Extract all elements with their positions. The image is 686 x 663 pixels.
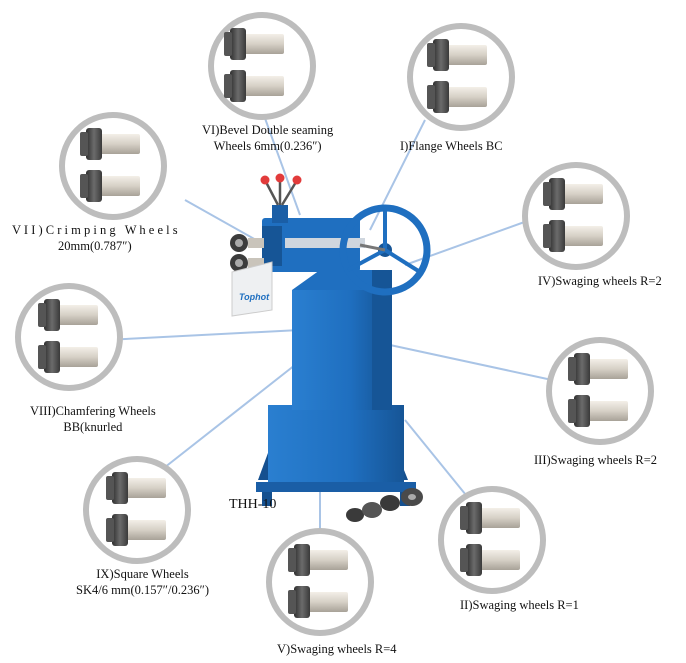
tool-ring-viii	[15, 283, 123, 391]
label-chamfering-wheels: VIII)Chamfering Wheels BB(knurled	[30, 403, 156, 435]
label-line: V I I ) C r i m p i n g W h e e l s	[12, 223, 178, 237]
label-swaging-wheels-ii: II)Swaging wheels R=1	[460, 597, 579, 613]
label-swaging-wheels-v: V)Swaging wheels R=4	[277, 641, 397, 657]
label-bevel-double-seaming: VI)Bevel Double seaming Wheels 6mm(0.236…	[202, 122, 333, 154]
label-line: III)Swaging wheels R=2	[534, 453, 657, 467]
label-line: IV)Swaging wheels R=2	[538, 274, 662, 288]
label-crimping-wheels: V I I ) C r i m p i n g W h e e l s 20mm…	[12, 222, 178, 254]
label-flange-wheels: I)Flange Wheels BC	[400, 138, 503, 154]
label-line: IX)Square Wheels	[96, 567, 189, 581]
label-swaging-wheels-iii: III)Swaging wheels R=2	[534, 452, 657, 468]
tool-ring-iii	[546, 337, 654, 445]
tool-ring-i	[407, 23, 515, 131]
label-line: Wheels 6mm(0.236″)	[213, 139, 322, 153]
tool-ring-ii	[438, 486, 546, 594]
label-swaging-wheels-iv: IV)Swaging wheels R=2	[538, 273, 662, 289]
label-square-wheels: IX)Square Wheels SK4/6 mm(0.157″/0.236″)	[76, 566, 209, 598]
label-line: SK4/6 mm(0.157″/0.236″)	[76, 583, 209, 597]
label-line: I)Flange Wheels BC	[400, 139, 503, 153]
brand-logo: Tophot	[239, 292, 270, 302]
label-line: 20mm(0.787″)	[58, 239, 132, 253]
machine-illustration	[230, 173, 431, 522]
tool-ring-ix	[83, 456, 191, 564]
model-label: THH-10	[229, 497, 277, 512]
label-line: VI)Bevel Double seaming	[202, 123, 334, 137]
label-line: BB(knurled	[63, 420, 123, 434]
tool-ring-v	[266, 528, 374, 636]
tool-ring-iv	[522, 162, 630, 270]
label-line: II)Swaging wheels R=1	[460, 598, 579, 612]
tool-ring-vi	[208, 12, 316, 120]
label-line: VIII)Chamfering Wheels	[30, 404, 156, 418]
tool-ring-vii	[59, 112, 167, 220]
label-line: V)Swaging wheels R=4	[277, 642, 397, 656]
